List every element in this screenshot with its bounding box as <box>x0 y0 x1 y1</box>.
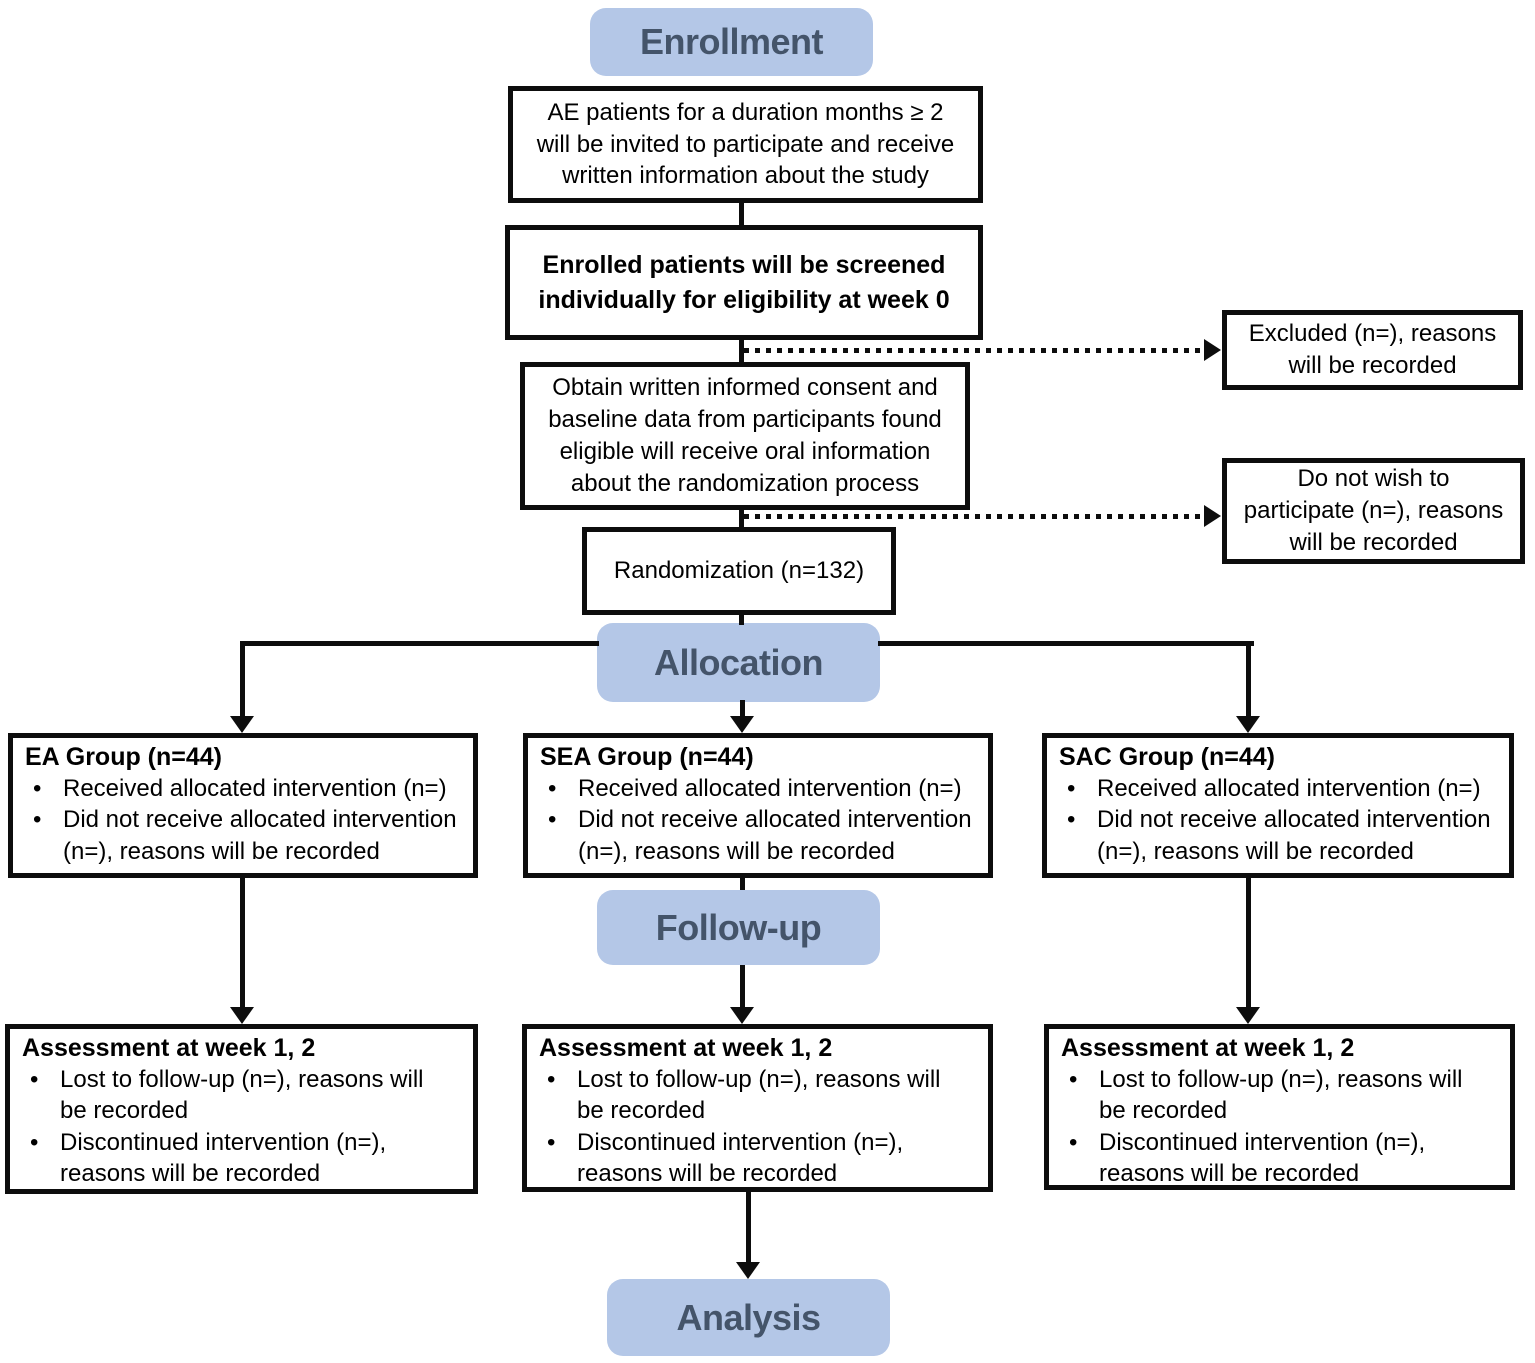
connector-sac-assessment <box>1246 878 1251 1009</box>
invite-text: AE patients for a duration months ≥ 2 wi… <box>536 98 955 190</box>
analysis-stage-label: Analysis <box>676 1296 821 1338</box>
list-item-text: Received allocated intervention (n=) <box>1097 775 1481 803</box>
list-item-text: Did not receive allocated intervention (… <box>578 806 972 865</box>
arrowhead-assessment-right-icon <box>1236 1007 1260 1024</box>
bullet-icon: • <box>1069 1066 1078 1094</box>
group-title: SEA Group (n=44) <box>540 743 754 771</box>
list-item-text: Discontinued intervention (n=), reasons … <box>60 1128 387 1187</box>
list-item: • Discontinued intervention (n=), reason… <box>535 1127 984 1189</box>
bullet-icon: • <box>30 1128 39 1156</box>
decline-box: Do not wish to participate (n=), reasons… <box>1222 458 1525 564</box>
list-item: • Received allocated intervention (n=) <box>21 773 469 804</box>
group-box-sea: SEA Group (n=44) • Received allocated in… <box>523 733 993 878</box>
list-item-text: Lost to follow-up (n=), reasons will be … <box>1099 1066 1463 1125</box>
list-item-text: Discontinued intervention (n=), reasons … <box>577 1128 904 1187</box>
connector-ea-assessment <box>240 878 245 1009</box>
bullet-icon: • <box>30 1066 39 1094</box>
list-item: • Lost to follow-up (n=), reasons will b… <box>1057 1064 1506 1126</box>
connector-allocation-sac <box>1246 641 1251 717</box>
bullet-icon: • <box>33 806 42 834</box>
group-title: SAC Group (n=44) <box>1059 743 1275 771</box>
branch-line-left <box>242 641 599 646</box>
arrowhead-sea-icon <box>730 716 754 733</box>
enrollment-stage-badge: Enrollment <box>590 8 873 76</box>
group-box-sac: SAC Group (n=44) • Received allocated in… <box>1042 733 1514 878</box>
group-title: EA Group (n=44) <box>25 743 223 771</box>
excluded-box: Excluded (n=), reasons will be recorded <box>1222 310 1523 390</box>
analysis-stage-badge: Analysis <box>607 1279 890 1356</box>
arrowhead-assessment-middle-icon <box>730 1007 754 1024</box>
branch-line-right <box>878 641 1254 646</box>
list-item: • Discontinued intervention (n=), reason… <box>1057 1127 1506 1189</box>
excluded-text: Excluded (n=), reasons will be recorded <box>1248 320 1497 379</box>
list-item-text: Did not receive allocated intervention (… <box>63 806 457 865</box>
list-item: • Lost to follow-up (n=), reasons will b… <box>18 1064 469 1126</box>
connector-dotted-decline <box>744 514 1204 519</box>
list-item-text: Received allocated intervention (n=) <box>578 775 962 803</box>
enrollment-stage-label: Enrollment <box>639 21 824 62</box>
bullet-icon: • <box>1067 806 1076 834</box>
arrowhead-excluded-icon <box>1204 339 1221 361</box>
followup-stage-label: Follow-up <box>655 906 822 948</box>
list-item: • Received allocated intervention (n=) <box>1055 773 1505 804</box>
connector-consent-randomization <box>739 508 744 529</box>
list-item-text: Lost to follow-up (n=), reasons will be … <box>60 1066 424 1125</box>
arrowhead-assessment-left-icon <box>230 1007 254 1024</box>
connector-invite-screening <box>739 203 744 227</box>
decline-text: Do not wish to participate (n=), reasons… <box>1243 465 1504 556</box>
connector-randomization-allocation <box>739 613 744 625</box>
connector-allocation-sea <box>740 700 745 717</box>
connector-sea-followup <box>740 876 745 890</box>
consent-text: Obtain written informed consent and base… <box>548 374 942 497</box>
assessment-title: Assessment at week 1, 2 <box>539 1034 833 1062</box>
bullet-icon: • <box>548 775 557 803</box>
assessment-title: Assessment at week 1, 2 <box>1061 1034 1355 1062</box>
bullet-icon: • <box>33 775 42 803</box>
bullet-icon: • <box>548 806 557 834</box>
assessment-title: Assessment at week 1, 2 <box>22 1034 316 1062</box>
arrowhead-analysis-icon <box>736 1262 760 1279</box>
assessment-box-middle: Assessment at week 1, 2 • Lost to follow… <box>522 1024 993 1192</box>
invite-box: AE patients for a duration months ≥ 2 wi… <box>508 86 983 203</box>
arrowhead-ea-icon <box>230 716 254 733</box>
list-item: • Did not receive allocated intervention… <box>21 804 469 866</box>
screening-box: Enrolled patients will be screened indiv… <box>505 225 983 340</box>
followup-stage-badge: Follow-up <box>597 890 880 965</box>
allocation-stage-label: Allocation <box>653 641 824 683</box>
consent-box: Obtain written informed consent and base… <box>520 362 970 510</box>
screening-text: Enrolled patients will be screened indiv… <box>538 250 950 314</box>
list-item: • Discontinued intervention (n=), reason… <box>18 1127 469 1189</box>
connector-assessment-analysis <box>746 1192 751 1263</box>
allocation-stage-badge: Allocation <box>597 623 880 702</box>
list-item: • Did not receive allocated intervention… <box>536 804 984 866</box>
list-item-text: Lost to follow-up (n=), reasons will be … <box>577 1066 941 1125</box>
randomization-text: Randomization (n=132) <box>613 557 865 585</box>
connector-dotted-excluded <box>744 348 1204 353</box>
list-item: • Received allocated intervention (n=) <box>536 773 984 804</box>
assessment-box-left: Assessment at week 1, 2 • Lost to follow… <box>5 1024 478 1194</box>
group-box-ea: EA Group (n=44) • Received allocated int… <box>8 733 478 878</box>
bullet-icon: • <box>1069 1128 1078 1156</box>
list-item-text: Discontinued intervention (n=), reasons … <box>1099 1128 1426 1187</box>
list-item: • Did not receive allocated intervention… <box>1055 804 1505 866</box>
connector-screening-consent <box>739 338 744 364</box>
list-item-text: Did not receive allocated intervention (… <box>1097 806 1491 865</box>
arrowhead-sac-icon <box>1236 716 1260 733</box>
connector-allocation-ea <box>240 641 245 717</box>
arrowhead-decline-icon <box>1204 505 1221 527</box>
list-item-text: Received allocated intervention (n=) <box>63 775 447 803</box>
bullet-icon: • <box>547 1066 556 1094</box>
bullet-icon: • <box>547 1128 556 1156</box>
connector-followup-assessment <box>740 965 745 1009</box>
assessment-box-right: Assessment at week 1, 2 • Lost to follow… <box>1044 1024 1515 1190</box>
bullet-icon: • <box>1067 775 1076 803</box>
randomization-box: Randomization (n=132) <box>582 527 896 615</box>
list-item: • Lost to follow-up (n=), reasons will b… <box>535 1064 984 1126</box>
